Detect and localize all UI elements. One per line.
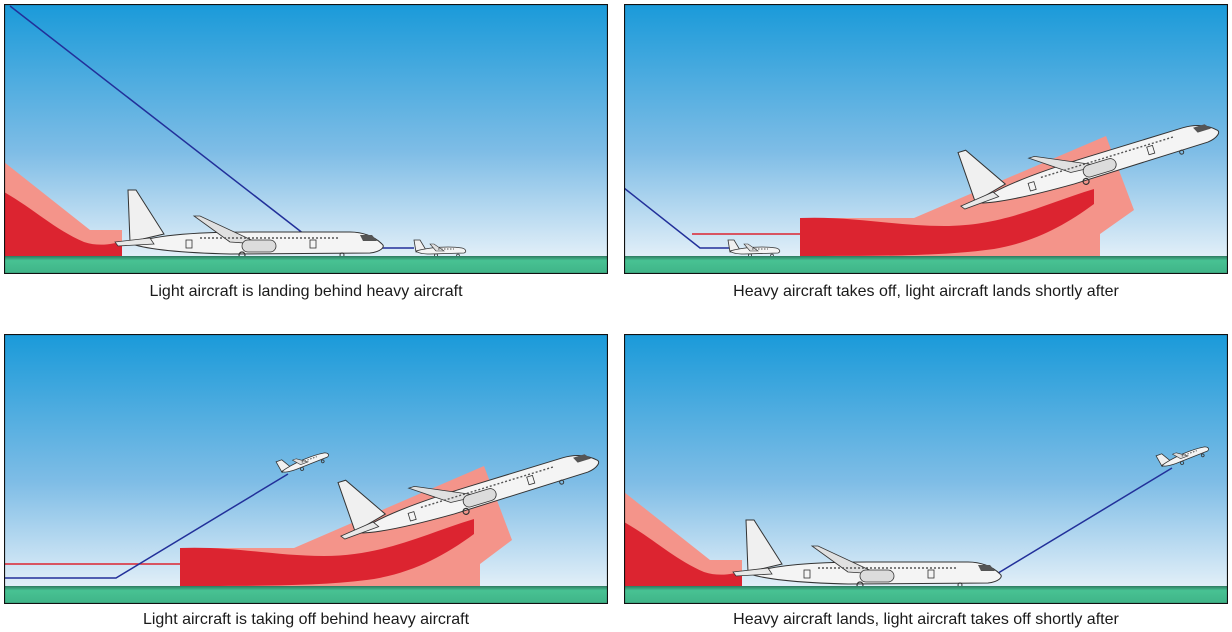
wake-vortex-zone (800, 136, 1134, 256)
caption-panel-3: Light aircraft is taking off behind heav… (142, 611, 470, 628)
wake-vortex-zone (624, 492, 742, 586)
wake-vortex-zone (180, 466, 512, 586)
light-aircraft-path (4, 473, 289, 579)
runway (624, 586, 1228, 604)
sky (4, 4, 608, 274)
wake-vortex-zone (4, 162, 122, 256)
panel-takeoff-behind-heavy (4, 334, 608, 604)
caption-panel-4: Heavy aircraft lands, light aircraft tak… (733, 611, 1119, 628)
runway (624, 256, 1228, 274)
panel-heavy-takes-off-light-lands (624, 4, 1228, 274)
sky (624, 334, 1228, 604)
caption-panel-1: Light aircraft is landing behind heavy a… (149, 283, 463, 300)
panel-heavy-lands-light-takes-off (624, 334, 1228, 604)
runway (4, 586, 608, 604)
light-aircraft-path (624, 187, 734, 249)
panel-landing-behind-heavy (4, 4, 608, 274)
caption-panel-2: Heavy aircraft takes off, light aircraft… (733, 283, 1119, 300)
runway (4, 256, 608, 274)
